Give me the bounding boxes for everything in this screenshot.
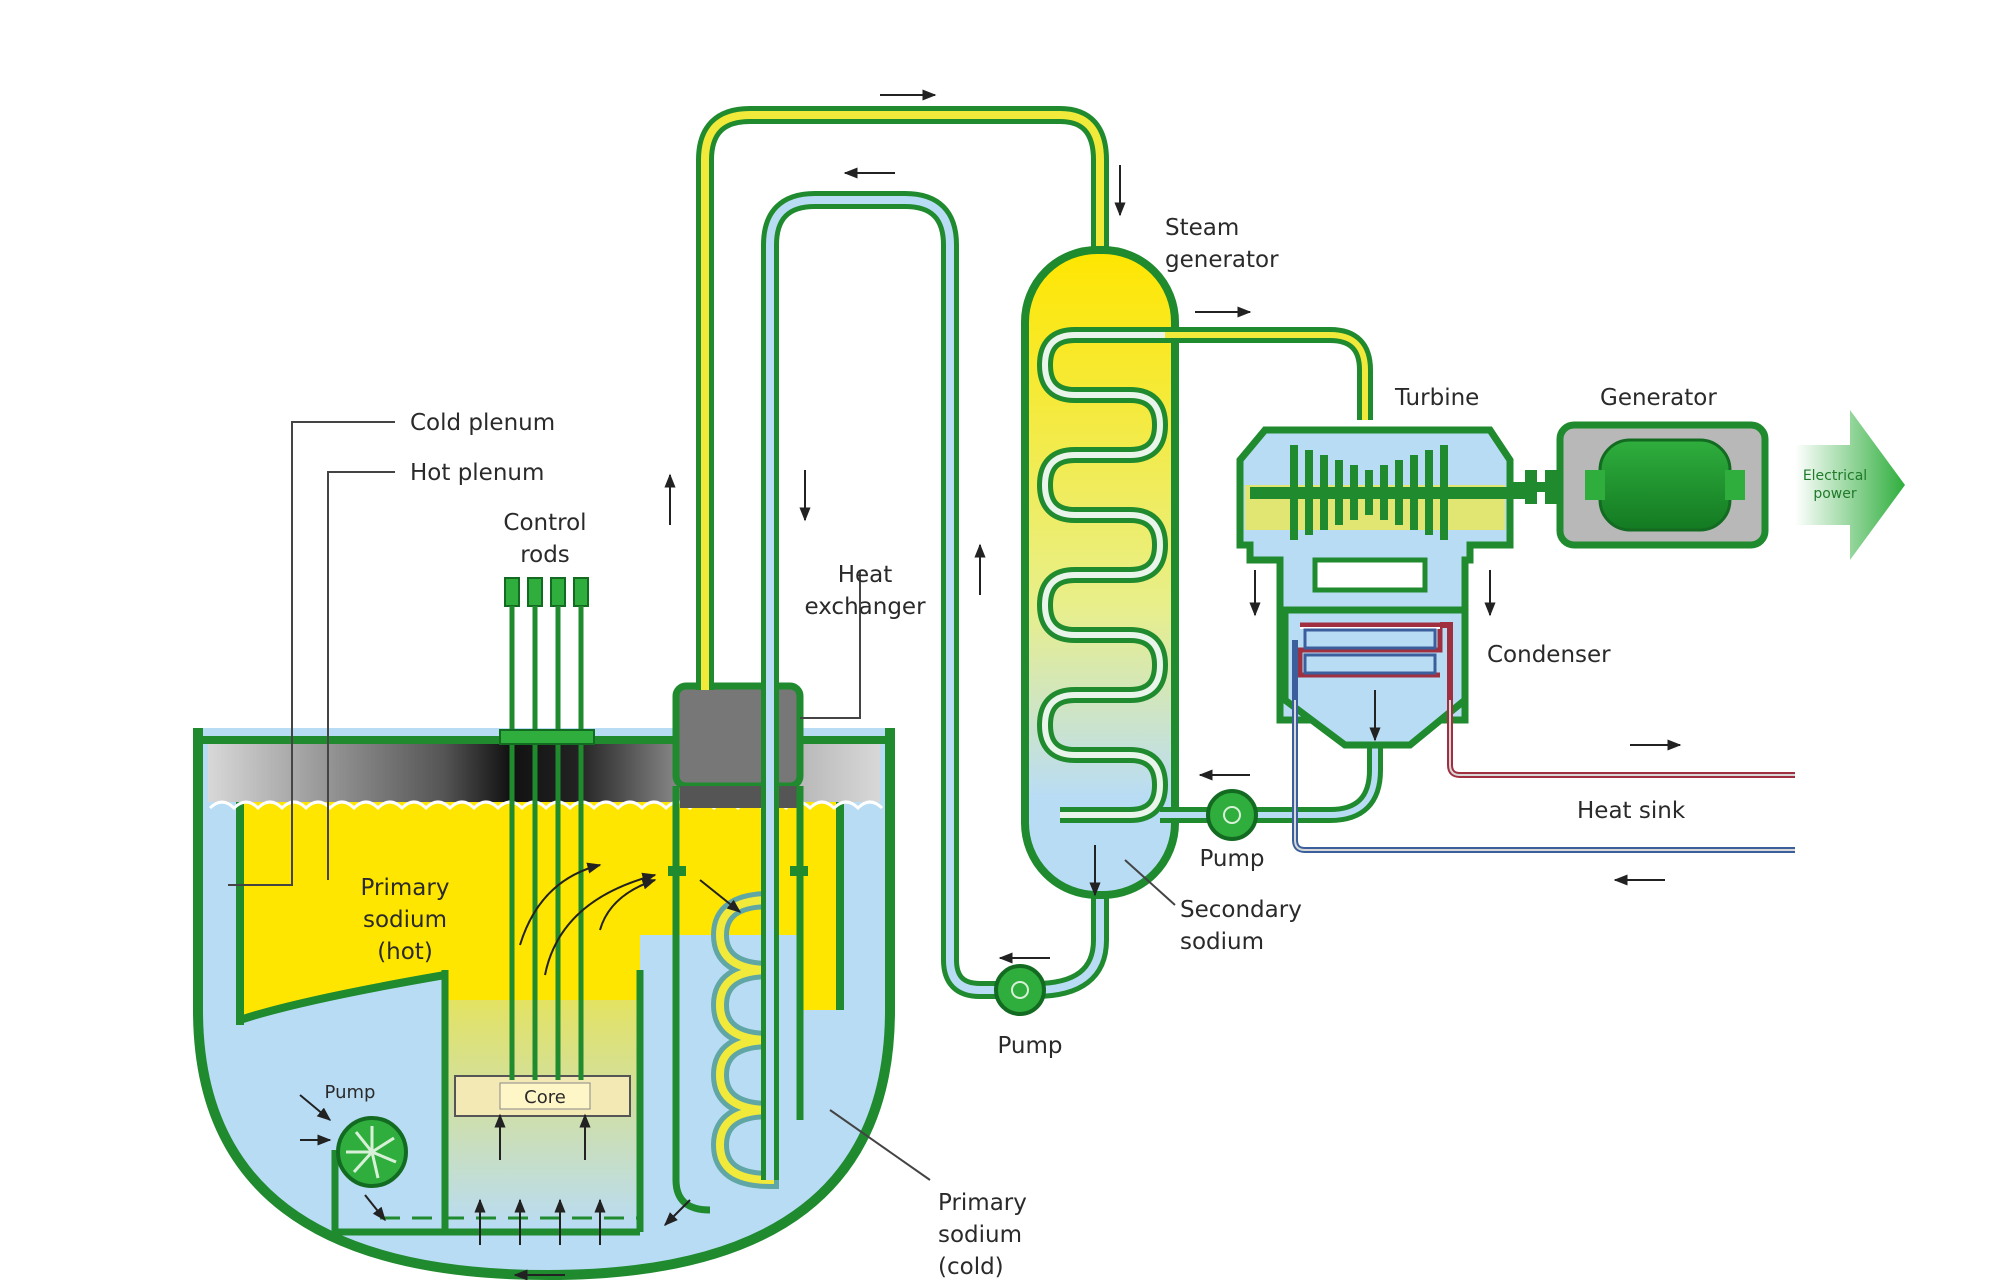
steam-generator-label-2: generator xyxy=(1165,247,1279,273)
secondary-sodium-label-2: sodium xyxy=(1180,929,1264,955)
feedwater-pump xyxy=(1206,789,1258,841)
primary-hot-label-3: (hot) xyxy=(377,939,433,965)
secondary-pump-label: Pump xyxy=(997,1033,1062,1059)
control-rods-label-2: rods xyxy=(520,542,570,568)
condenser xyxy=(1281,606,1795,853)
steam-generator xyxy=(1021,246,1179,899)
generator xyxy=(1510,421,1769,549)
steam-generator-label-1: Steam xyxy=(1165,215,1239,241)
electrical-power-label-1: Electrical xyxy=(1803,468,1867,484)
secondary-sodium-label-1: Secondary xyxy=(1180,897,1302,923)
primary-pump xyxy=(336,1116,408,1188)
hot-plenum-label: Hot plenum xyxy=(410,460,544,486)
heat-sink-label: Heat sink xyxy=(1577,798,1686,824)
heat-exchanger-label-2: exchanger xyxy=(804,594,926,620)
core-label: Core xyxy=(524,1087,566,1108)
steam-line xyxy=(1160,327,1383,823)
leader-lines xyxy=(228,421,1176,1181)
electrical-power-label-2: power xyxy=(1813,486,1857,502)
condenser-label: Condenser xyxy=(1487,642,1611,668)
control-rods-label-1: Control xyxy=(503,510,586,536)
primary-pump-label: Pump xyxy=(325,1082,376,1103)
labels: Cold plenum Hot plenum Control rods Heat… xyxy=(325,215,1718,1280)
control-rods xyxy=(499,577,595,1080)
electrical-power-arrow: Electrical power xyxy=(1795,410,1905,560)
reactor-vessel xyxy=(193,728,895,1280)
primary-hot-label-1: Primary xyxy=(361,875,450,901)
cold-plenum-label: Cold plenum xyxy=(410,410,555,436)
flow-arrows xyxy=(299,89,1682,1280)
primary-cold-label-1: Primary xyxy=(938,1190,1027,1216)
reactor-core: Core xyxy=(454,1075,631,1117)
feedwater-pump-label: Pump xyxy=(1199,846,1264,872)
secondary-pump xyxy=(994,964,1046,1016)
secondary-loop xyxy=(696,106,1109,1180)
heat-exchanger-label-1: Heat xyxy=(838,562,893,588)
generator-label: Generator xyxy=(1600,385,1717,411)
primary-cold-label-3: (cold) xyxy=(938,1254,1004,1280)
turbine-label: Turbine xyxy=(1394,385,1479,411)
primary-cold-label-2: sodium xyxy=(938,1222,1022,1248)
primary-hot-label-2: sodium xyxy=(363,907,447,933)
